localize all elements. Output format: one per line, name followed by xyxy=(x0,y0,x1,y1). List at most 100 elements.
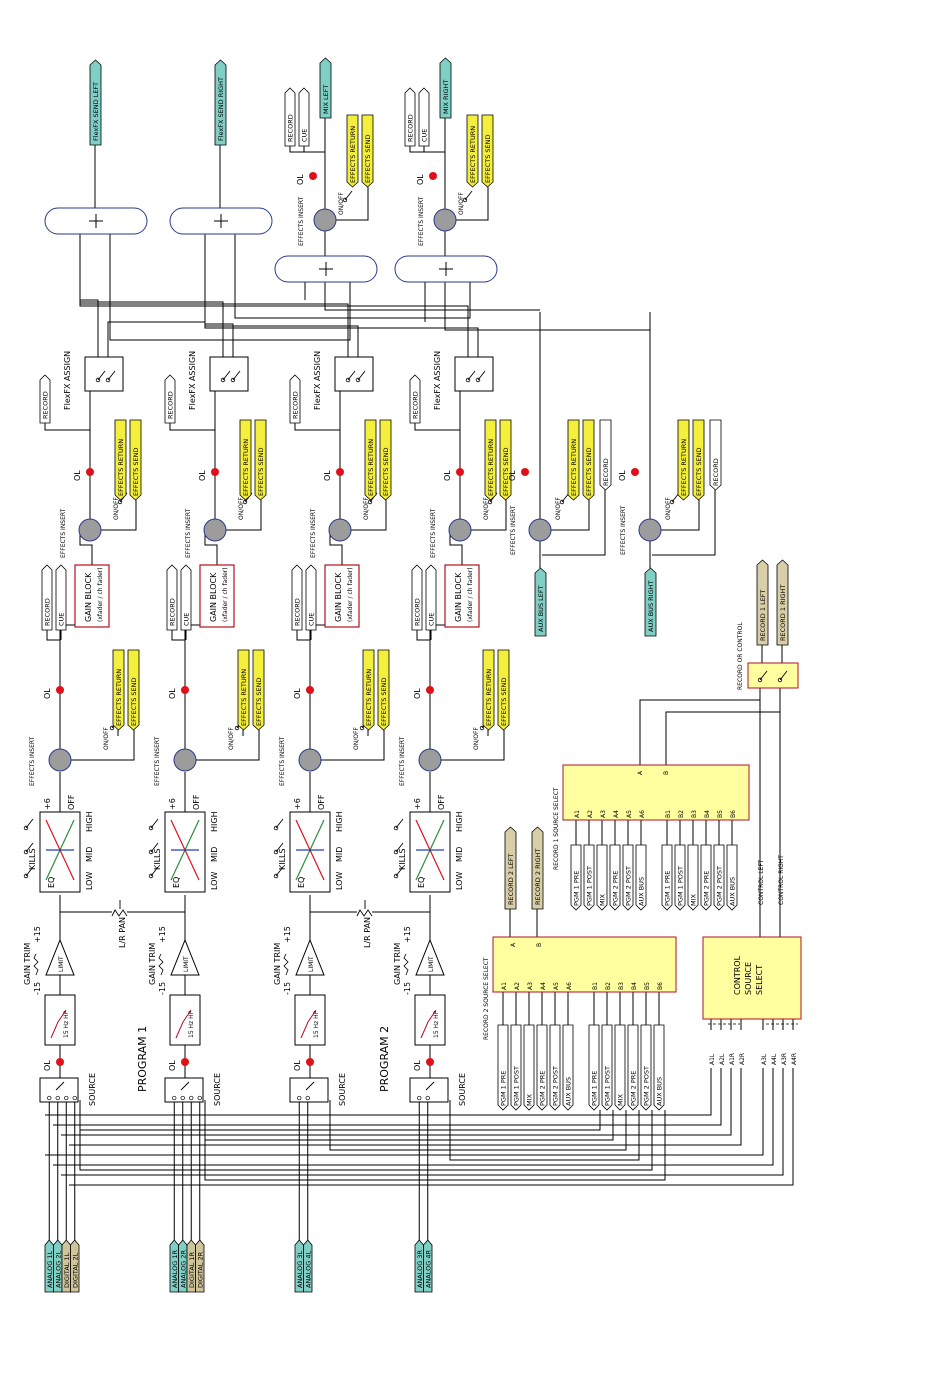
input-tag-digital-2l-text: DIGITAL 2L xyxy=(71,1252,79,1288)
source-ol-lamp-4-label: OL xyxy=(413,1060,422,1071)
mix-left-ol-lamp-label: OL xyxy=(296,174,305,185)
insert-a-onoff-3: ON/OFF xyxy=(353,727,360,750)
flexfx-mix-link xyxy=(109,234,351,341)
flexfx-record-wire xyxy=(169,423,215,431)
record-1-right-tag-text: RECORD 1 RIGHT xyxy=(779,585,787,641)
record-1-src-b1-text: PGM 1 PRE xyxy=(664,871,672,906)
eq-off-2: OFF xyxy=(192,794,201,810)
effects-return-a-2 xyxy=(237,649,250,731)
record-2-src-a5-text: PGM 2 POST xyxy=(552,1066,560,1106)
source-contact xyxy=(172,1095,177,1101)
control-input-a2r: A2R xyxy=(739,1053,746,1065)
send-wire xyxy=(471,500,507,531)
trim-min-1: -15 xyxy=(33,982,42,995)
kill-switch-lever xyxy=(150,866,159,877)
record-1-src-b3-text: MIX xyxy=(690,893,698,906)
flexfx-assign-label-4: FlexFX ASSIGN xyxy=(433,351,442,410)
aux-record-wire xyxy=(542,490,606,556)
source-ol-lamp-2 xyxy=(181,1058,189,1066)
record-tap-3-text: RECORD xyxy=(294,598,302,626)
eq-plus6-3: +6 xyxy=(293,798,302,810)
mix-right-switch-lever xyxy=(464,190,473,201)
source-ol-lamp-1 xyxy=(56,1058,64,1066)
aux-left-effects-send xyxy=(582,419,595,501)
flexfx-switch-a-3-lever xyxy=(347,370,356,381)
record-1-src-b6 xyxy=(726,844,738,911)
mix-right-effects-insert-label: EFFECTS INSERT xyxy=(418,196,425,246)
record-1-left-tag xyxy=(756,559,769,646)
record-2-source-select xyxy=(492,936,677,993)
flexfx-bus-left xyxy=(79,234,99,357)
effects-insert-b-label-4: EFFECTS INSERT xyxy=(430,508,437,558)
effects-send-b-4-text: EFFECTS SEND xyxy=(502,448,510,497)
hp-curve xyxy=(175,1009,192,1039)
input-tag-analog-2l xyxy=(53,1239,63,1293)
flexfx-assign-4 xyxy=(454,356,494,392)
control-source-select-label-2: SELECT xyxy=(755,965,764,995)
source-contact xyxy=(72,1095,77,1101)
hp-label-1: 15 Hz HP xyxy=(63,1010,70,1038)
control-source-select-label-1: SOURCE xyxy=(744,962,753,995)
record-2-src-a2 xyxy=(510,1024,522,1111)
kill-switch-lever xyxy=(395,818,404,829)
source-lever xyxy=(180,1081,190,1091)
eq-high-label-2: HIGH xyxy=(210,811,219,832)
record-or-control-switch-b-lever xyxy=(779,670,788,681)
flexfx-bus-right xyxy=(204,234,234,357)
hp-filter-3 xyxy=(294,994,326,1046)
record-1-right-tag xyxy=(776,559,789,646)
effects-insert-b-1 xyxy=(78,518,102,542)
record-1-left-tag-text: RECORD 1 LEFT xyxy=(759,590,767,641)
effects-return-b-3-text: EFFECTS RETURN xyxy=(367,439,375,496)
hp-curve xyxy=(300,1009,317,1039)
aux-right-tag-text: AUX BUS RIGHT xyxy=(647,581,655,632)
record-1-port-a: A xyxy=(637,770,644,775)
record-1-src-a5 xyxy=(622,844,634,911)
record-1-a1-label: A1 xyxy=(574,810,581,818)
aux-right-effects-send-text: EFFECTS SEND xyxy=(695,448,703,497)
mix-left-effects-return-text: EFFECTS RETURN xyxy=(349,126,357,183)
input-tag-digital-2l xyxy=(70,1239,80,1293)
flexfx-switch-a-1-lever xyxy=(97,370,106,381)
flexfx-assign-label-3: FlexFX ASSIGN xyxy=(313,351,322,410)
source-label-2: SOURCE xyxy=(213,1073,222,1106)
source-ol-lamp-4 xyxy=(426,1058,434,1066)
insert-b-onoff-2: ON/OFF xyxy=(238,497,245,520)
mix-right-ol-lamp xyxy=(429,172,437,180)
gain-out-wire xyxy=(79,530,93,565)
record-1-src-a4-text: PGM 2 PRE xyxy=(612,871,620,906)
send-wire xyxy=(351,500,387,531)
aux-left-tag xyxy=(534,567,547,637)
cue-tap-1 xyxy=(55,564,67,631)
record-2-src-b3-text: MIX xyxy=(617,1093,625,1106)
record-1-src-b5-text: PGM 2 POST xyxy=(716,866,724,906)
control-input-wire xyxy=(61,1068,784,1176)
record-1-src-b4-text: PGM 2 PRE xyxy=(703,871,711,906)
effects-send-b-1-text: EFFECTS SEND xyxy=(132,448,140,497)
aux-left-tag-text: AUX BUS LEFT xyxy=(537,586,545,632)
effects-return-b-2-text: EFFECTS RETURN xyxy=(242,439,250,496)
mix-left-switch-lever xyxy=(344,190,353,201)
input-tag-analog-3l xyxy=(294,1239,304,1293)
eq-off-3: OFF xyxy=(317,794,326,810)
trim-resistor xyxy=(158,953,164,976)
kill-switch-lever xyxy=(25,842,34,853)
record-1-b4-label: B4 xyxy=(704,810,711,818)
record-2-b2-label: B2 xyxy=(605,982,612,990)
source-contact xyxy=(197,1095,202,1101)
flexfx-record-4 xyxy=(409,374,421,424)
send-wire xyxy=(71,730,135,761)
hp-curve xyxy=(50,1009,67,1039)
effects-insert-b-label-2: EFFECTS INSERT xyxy=(185,508,192,558)
record-2-src-a1 xyxy=(497,1024,509,1111)
limit-label-1: LIMIT xyxy=(58,956,65,972)
hp-label-2: 15 Hz HP xyxy=(188,1010,195,1038)
effects-send-b-1 xyxy=(129,419,142,501)
record-1-a2-label: A2 xyxy=(587,810,594,818)
record-tap-1-text: RECORD xyxy=(44,598,52,626)
aux-left-onoff-label: ON/OFF xyxy=(555,497,562,520)
mix-right-onoff-label: ON/OFF xyxy=(458,192,465,215)
kill-switch-lever xyxy=(150,842,159,853)
flexfx-bus-left xyxy=(79,234,224,357)
input-tag-analog-3l-text: ANALOG 3L xyxy=(296,1251,304,1288)
